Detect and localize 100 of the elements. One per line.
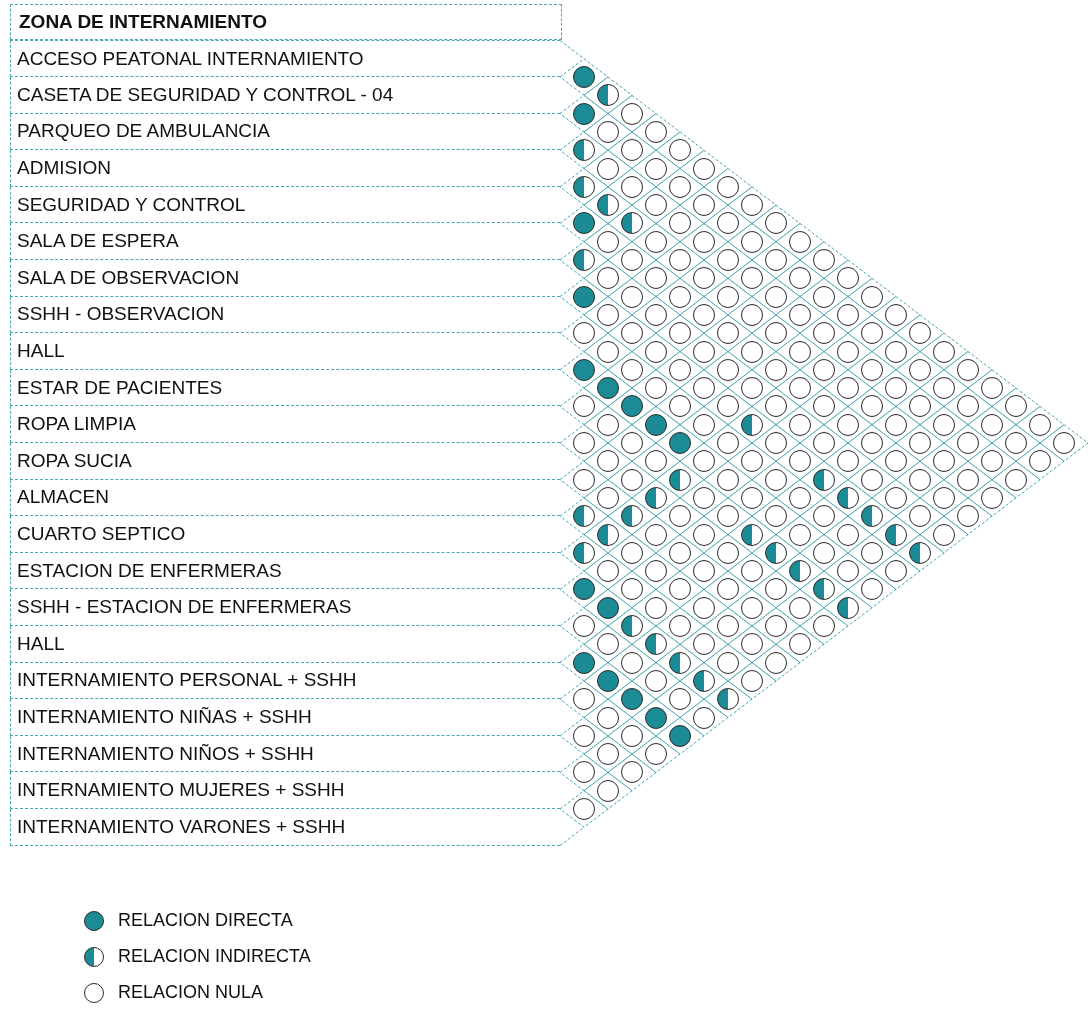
empty-circle (693, 596, 715, 619)
empty-circle (693, 523, 715, 546)
empty-circle (741, 377, 763, 400)
empty-circle (621, 322, 643, 345)
empty-circle (693, 303, 715, 326)
empty-circle (837, 303, 859, 326)
empty-circle (573, 798, 595, 820)
empty-circle (693, 413, 715, 436)
half-filled-circle (597, 84, 619, 107)
empty-circle (933, 523, 955, 546)
empty-circle (717, 285, 739, 308)
empty-circle (981, 450, 1003, 473)
empty-circle (621, 724, 643, 747)
space-name-row: SALA DE OBSERVACION (10, 260, 560, 297)
half-filled-circle (789, 560, 811, 583)
empty-circle (909, 395, 931, 418)
empty-circle (957, 432, 979, 454)
filled-circle (573, 66, 595, 88)
empty-circle (693, 230, 715, 253)
half-filled-circle (909, 541, 931, 564)
empty-circle (717, 175, 739, 198)
empty-circle (717, 358, 739, 381)
empty-circle (669, 212, 691, 235)
half-filled-circle (813, 578, 835, 601)
empty-circle (645, 120, 667, 143)
empty-circle (861, 322, 883, 345)
empty-circle (789, 267, 811, 290)
empty-circle (933, 377, 955, 400)
empty-circle (909, 358, 931, 381)
empty-circle (813, 615, 835, 637)
empty-circle (957, 395, 979, 418)
space-name-row: ROPA LIMPIA (10, 406, 560, 443)
empty-circle (669, 175, 691, 198)
empty-circle (573, 432, 595, 454)
half-filled-circle (573, 505, 595, 528)
empty-circle (573, 395, 595, 418)
filled-circle (597, 377, 619, 400)
empty-circle (909, 322, 931, 345)
empty-circle (621, 175, 643, 198)
filled-circle (669, 724, 691, 747)
space-name-row: INTERNAMIENTO NIÑOS + SSHH (10, 735, 560, 773)
empty-circle (789, 450, 811, 473)
empty-circle (885, 486, 907, 509)
empty-circle (909, 468, 931, 491)
empty-circle (741, 303, 763, 326)
filled-circle (645, 706, 667, 729)
empty-circle (669, 322, 691, 345)
empty-circle (957, 505, 979, 528)
empty-circle (717, 432, 739, 454)
empty-circle (837, 377, 859, 400)
empty-circle (861, 358, 883, 381)
empty-circle (621, 761, 643, 784)
empty-circle (597, 413, 619, 436)
empty-circle (741, 340, 763, 363)
half-filled-circle (645, 486, 667, 509)
space-name-row: CASETA DE SEGURIDAD Y CONTROL - 04 (10, 77, 560, 114)
empty-circle (597, 486, 619, 509)
space-name-row: INTERNAMIENTO VARONES + SSHH (10, 809, 560, 846)
empty-circle (597, 706, 619, 729)
table-header: ZONA DE INTERNAMIENTO (10, 4, 562, 40)
space-name-row: INTERNAMIENTO PERSONAL + SSHH (10, 662, 560, 700)
filled-circle (669, 432, 691, 454)
empty-circle (1005, 432, 1027, 454)
empty-circle (981, 377, 1003, 400)
space-name-row: ALMACEN (10, 479, 560, 517)
half-filled-circle (861, 505, 883, 528)
empty-circle (573, 688, 595, 711)
empty-circle (861, 285, 883, 308)
half-filled-circle (813, 468, 835, 491)
half-filled-circle (645, 633, 667, 656)
empty-circle (813, 505, 835, 528)
empty-circle (717, 541, 739, 564)
empty-circle (573, 615, 595, 637)
empty-circle (861, 578, 883, 601)
empty-circle (717, 322, 739, 345)
empty-circle (765, 395, 787, 418)
empty-circle (813, 285, 835, 308)
empty-circle (597, 633, 619, 656)
empty-circle (717, 578, 739, 601)
empty-circle (813, 395, 835, 418)
empty-circle (861, 468, 883, 491)
space-name-row: INTERNAMIENTO NIÑAS + SSHH (10, 699, 560, 736)
empty-circle (693, 194, 715, 217)
empty-circle (789, 340, 811, 363)
filled-circle (573, 285, 595, 308)
empty-circle (837, 340, 859, 363)
space-name-row: ROPA SUCIA (10, 443, 560, 480)
empty-circle (597, 230, 619, 253)
empty-circle (621, 578, 643, 601)
empty-circle (837, 413, 859, 436)
half-filled-circle (573, 249, 595, 271)
empty-circle (765, 358, 787, 381)
empty-circle (621, 285, 643, 308)
empty-circle (765, 651, 787, 674)
empty-circle (645, 450, 667, 473)
empty-circle (789, 377, 811, 400)
half-filled-circle (621, 615, 643, 637)
empty-circle (669, 139, 691, 162)
half-filled-circle (573, 139, 595, 162)
empty-circle (789, 523, 811, 546)
